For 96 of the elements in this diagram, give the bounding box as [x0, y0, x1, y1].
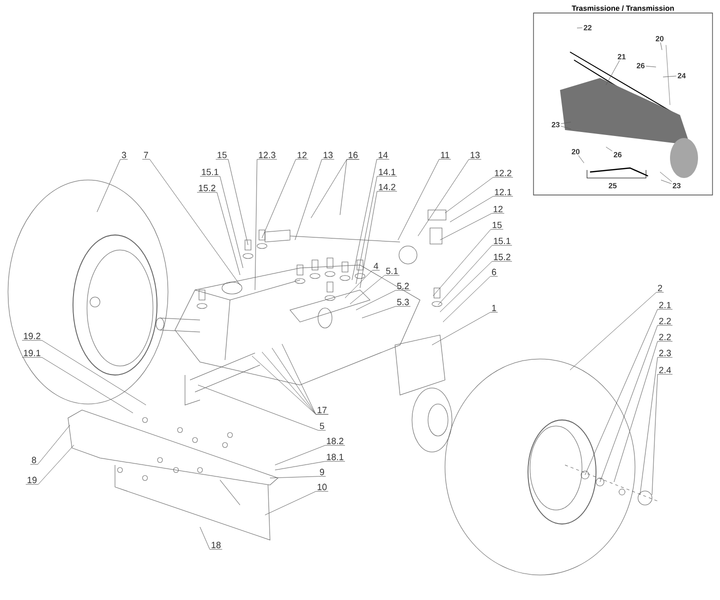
callout-number: 5 [320, 422, 324, 430]
callout-number: 19.2 [24, 332, 40, 340]
leader-line [30, 424, 70, 465]
leader-line [216, 159, 248, 246]
callout-number: 4 [374, 262, 378, 270]
callout-number: 14 [378, 152, 388, 158]
leader-line [22, 357, 134, 414]
callout-number: 2.1 [659, 302, 671, 308]
leader-line [606, 60, 620, 86]
leader-line [600, 325, 673, 482]
leader-line [352, 159, 390, 280]
leader-line [274, 461, 346, 470]
callout-number: 5.2 [397, 282, 409, 290]
leader-line [362, 306, 411, 318]
leader-line [270, 476, 326, 478]
leader-line [26, 444, 74, 485]
leader-line [356, 290, 411, 310]
callout-number: 15 [492, 222, 502, 228]
leader-line [584, 309, 673, 476]
callout-number: 2 [658, 284, 662, 292]
leader-line [660, 42, 662, 50]
callout-number: 17 [318, 406, 327, 414]
callout-number: 14.2 [378, 184, 396, 190]
leader-line [356, 176, 398, 284]
leader-line [274, 445, 346, 466]
callout-number: 14.1 [378, 168, 396, 176]
inset-panel [533, 5, 713, 196]
callout-number: 15.1 [202, 168, 218, 176]
leader-line [646, 66, 656, 68]
leader-line [282, 344, 328, 415]
callout-number: 18.2 [326, 438, 344, 444]
callout-number: 12 [298, 152, 307, 158]
leader-line [606, 146, 612, 152]
callout-number: 19.1 [24, 350, 40, 356]
leader-line [450, 196, 514, 222]
leader-line [578, 155, 584, 164]
callout-number: 15.2 [198, 184, 216, 192]
leader-line [640, 357, 673, 496]
leader-line [200, 526, 222, 550]
leader-line [96, 159, 128, 212]
callout-number: 15.1 [494, 238, 510, 244]
callout-number: 12.1 [494, 188, 512, 196]
callout-number: 2.2 [659, 334, 671, 340]
leader-line [660, 180, 672, 184]
callout-number: 16 [348, 152, 358, 158]
leader-line [262, 159, 308, 238]
leader-line [442, 276, 498, 322]
callout-number: 2.4 [659, 366, 671, 374]
leader-line [432, 229, 504, 296]
callout-number: 18.1 [326, 454, 344, 460]
leader-line [198, 384, 326, 431]
leader-line [652, 374, 673, 496]
leader-line [294, 159, 334, 240]
callout-number: 3 [122, 152, 126, 158]
leader-line [254, 159, 278, 290]
leader-line [570, 292, 664, 370]
callout-number: 12.3 [258, 152, 276, 158]
callout-number: 11 [441, 152, 450, 158]
leader-line [440, 213, 504, 240]
leader-line [196, 192, 240, 276]
callout-number: 12 [494, 206, 503, 212]
callout-number: 15 [218, 152, 227, 158]
callout-number: 1 [492, 304, 496, 312]
callout-number: 7 [144, 152, 148, 158]
leader-line [344, 270, 380, 298]
leader-line [660, 172, 672, 182]
callout-number: 5.3 [397, 298, 409, 306]
leader-line [662, 76, 677, 78]
leader-line [200, 176, 244, 268]
leader-line [340, 159, 360, 216]
callout-number: 12.2 [494, 170, 512, 176]
callout-number: 2.3 [659, 350, 671, 356]
callout-number: 18 [212, 542, 221, 548]
leader-line [444, 177, 514, 214]
callout-number: 13 [470, 152, 480, 158]
leader-line [142, 159, 240, 286]
callout-number: 6 [492, 268, 496, 276]
leader-line [398, 159, 452, 240]
leader-line [440, 261, 512, 312]
callout-number: 9 [320, 468, 324, 476]
leader-line [264, 491, 328, 516]
leader-line [614, 341, 673, 482]
callout-number: 10 [318, 484, 327, 490]
leader-line [438, 245, 512, 306]
leader-line [560, 126, 572, 130]
leader-line [22, 340, 146, 406]
callout-number: 13 [324, 152, 333, 158]
callout-number: 8 [32, 456, 36, 464]
leader-line [432, 312, 498, 346]
leader-line [360, 191, 398, 288]
leader-line [418, 159, 482, 236]
callout-number: 19 [28, 476, 37, 484]
callout-number: 2.2 [659, 318, 671, 324]
leader-line [350, 275, 400, 304]
callout-number: 15.2 [494, 254, 510, 260]
callout-number: 5.1 [386, 268, 398, 274]
